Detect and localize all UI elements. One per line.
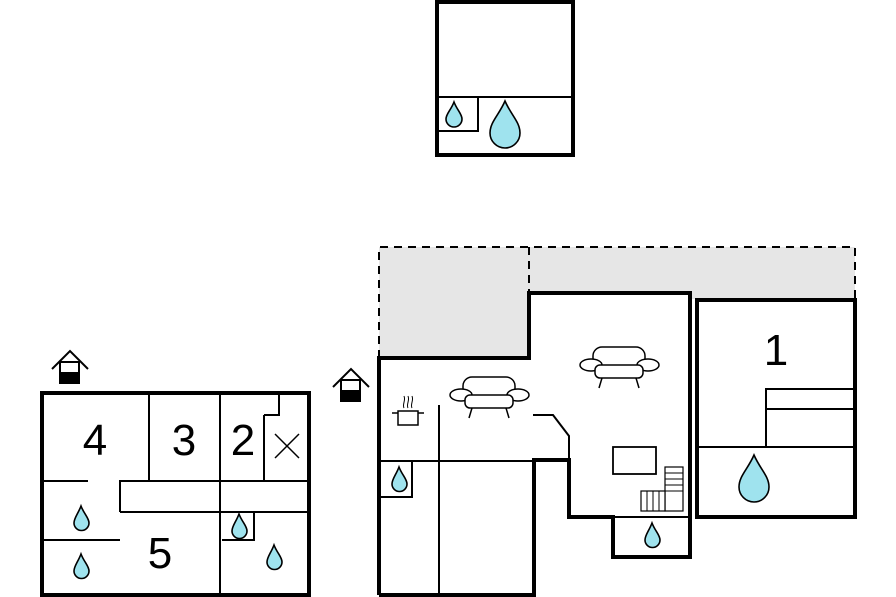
water-drop-icon: [489, 98, 521, 149]
bedroom-1-outline: [695, 298, 857, 519]
bedroom-1-building: 1: [695, 298, 857, 519]
top-annex: [435, 0, 575, 157]
cooking-pot-icon: [392, 395, 424, 426]
room-3-label: 3: [172, 416, 196, 465]
room-4-label: 4: [83, 416, 107, 465]
top-annex-outline: [435, 0, 575, 157]
water-drop-icon: [445, 99, 463, 128]
room-2-label: 2: [231, 416, 255, 465]
top-annex-shower: [439, 97, 479, 132]
water-drop-icon: [644, 520, 661, 549]
sofa-icon: [449, 376, 530, 419]
room-1-label: 1: [764, 326, 788, 375]
terrace: [379, 247, 855, 358]
toilet-x-icon: [274, 433, 300, 459]
main-building: [332, 246, 856, 597]
left-building: 4 3 2 5: [40, 349, 311, 597]
stair-wall: [533, 414, 570, 460]
left-building-outline: [40, 391, 311, 597]
water-drop-icon: [73, 503, 90, 532]
shower-wall: [222, 512, 255, 541]
water-drop-icon: [738, 452, 770, 503]
water-drop-icon: [391, 464, 408, 493]
toilet-notch: [264, 393, 280, 416]
staircase-icon: [640, 466, 684, 512]
water-drop-icon: [266, 542, 283, 571]
sofa-icon: [579, 346, 660, 389]
water-drop-icon: [73, 551, 90, 580]
corridor-wall-b: [119, 480, 309, 512]
house-entrance-icon: [51, 349, 89, 384]
shower-wall: [381, 461, 413, 498]
room-5-label: 5: [148, 529, 172, 578]
bed-outline: [765, 388, 853, 447]
table-icon: [612, 446, 657, 475]
house-entrance-icon: [332, 367, 370, 402]
water-drop-icon: [231, 511, 248, 540]
